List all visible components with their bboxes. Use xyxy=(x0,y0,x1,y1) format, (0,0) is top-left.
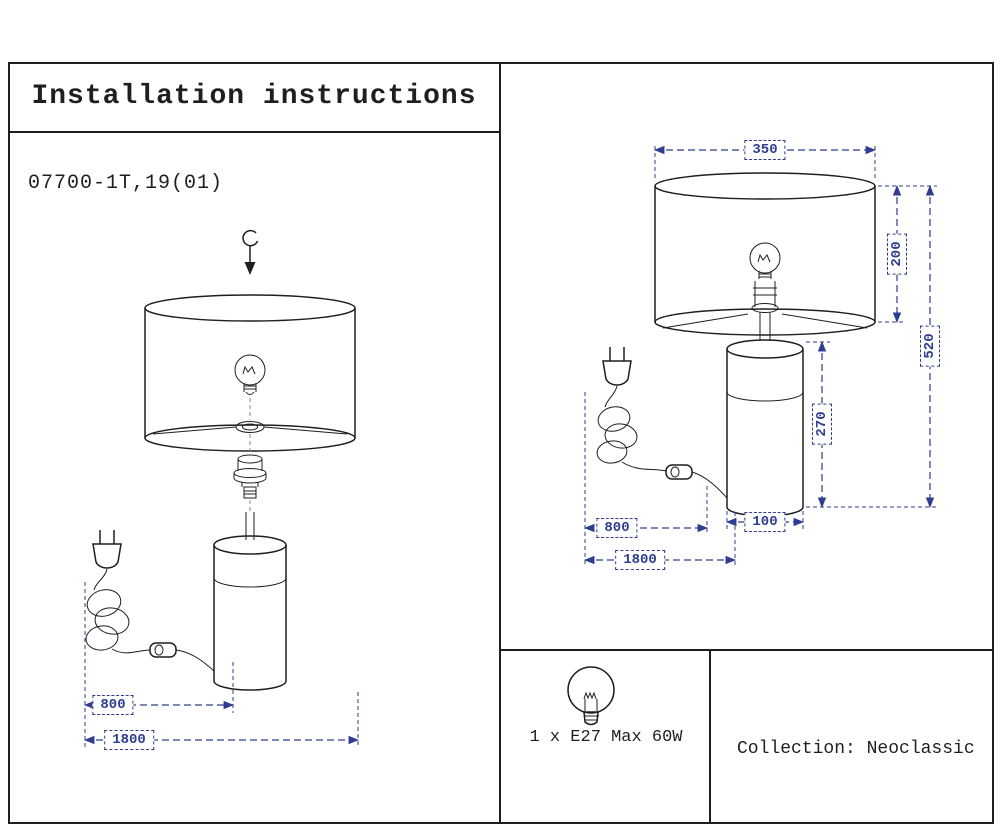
twist-down-arrow-icon xyxy=(242,229,259,275)
spec-collection: Collection: Neoclassic xyxy=(737,739,975,759)
left-lamp-shade xyxy=(144,294,356,452)
dim-label-right-cord-total: 1800 xyxy=(615,550,665,570)
left-dimension-lines xyxy=(83,582,360,748)
dim-label-base-width: 100 xyxy=(744,512,786,532)
dim-label-total-height: 520 xyxy=(920,325,940,367)
dim-label-right-cord-to-switch: 800 xyxy=(596,518,638,538)
left-lamp-base xyxy=(213,512,287,691)
left-plug-and-cord xyxy=(85,530,215,672)
left-exploded-view xyxy=(83,229,360,748)
dim-label-shade-width: 350 xyxy=(744,140,786,160)
page-title: Installation instructions xyxy=(31,81,477,112)
right-plug-and-cord xyxy=(596,347,728,499)
right-socket xyxy=(751,281,779,341)
left-bulb xyxy=(234,354,266,395)
right-dimension-lines xyxy=(583,143,937,567)
right-assembled-view xyxy=(583,143,937,567)
bulb-icon xyxy=(567,666,615,726)
spec-divider-vertical xyxy=(709,649,711,824)
right-bulb xyxy=(749,242,781,279)
outer-border xyxy=(8,62,994,824)
left-socket-part xyxy=(233,454,267,499)
bulb-spec-text: 1 x E27 Max 60W xyxy=(529,728,683,747)
product-specs: Collection: Neoclassic Table Lamps AC 22… xyxy=(737,664,975,833)
title-block: Installation instructions xyxy=(8,62,500,133)
right-lamp-base xyxy=(726,339,804,517)
spec-divider-horizontal xyxy=(500,649,994,651)
dim-label-left-cord-total: 1800 xyxy=(104,730,154,750)
dim-label-shade-height: 200 xyxy=(887,233,907,275)
model-number: 07700-1T,19(01) xyxy=(28,172,224,195)
dim-label-left-cord-to-switch: 800 xyxy=(92,695,134,715)
panel-divider xyxy=(499,62,501,824)
dim-label-base-height: 270 xyxy=(812,403,832,445)
right-lamp-shade xyxy=(654,172,876,336)
